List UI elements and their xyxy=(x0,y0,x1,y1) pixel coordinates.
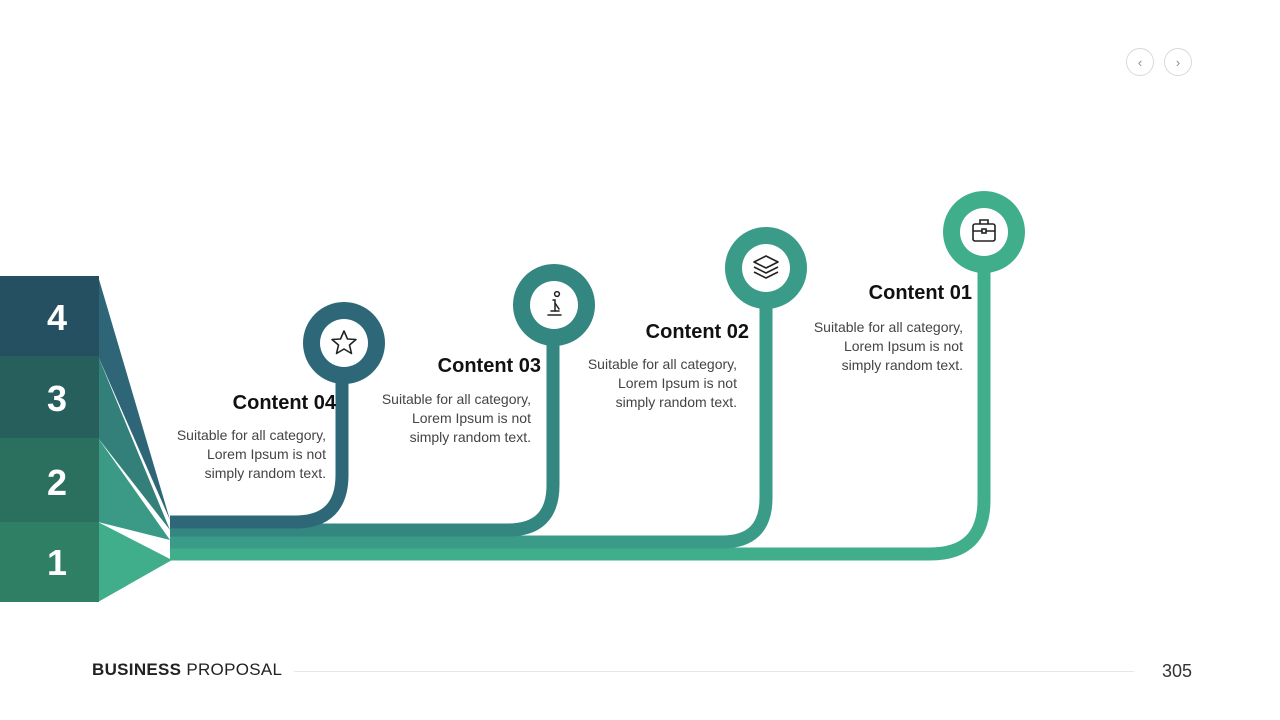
level-block-1 xyxy=(0,522,99,602)
chevron-right-icon: › xyxy=(1175,54,1181,70)
step-text-02-line: simply random text. xyxy=(615,394,737,410)
chess-knight-icon xyxy=(547,290,562,316)
level-block-4 xyxy=(0,276,99,356)
step-path-03 xyxy=(170,345,560,537)
step-text-03-line: Lorem Ipsum is not xyxy=(411,410,531,426)
step-text-01: Suitable for all category, Lorem Ipsum i… xyxy=(773,318,963,375)
footer-brand-light: PROPOSAL xyxy=(181,660,283,679)
step-title-04: Content 04 xyxy=(232,392,336,414)
level-block-2 xyxy=(0,438,99,522)
funnel-wedge-4 xyxy=(98,276,170,520)
step-title-01: Content 01 xyxy=(868,282,972,304)
step-text-02-line: Suitable for all category, xyxy=(587,356,737,372)
next-slide-button[interactable]: › xyxy=(1164,48,1192,76)
step-path-01 xyxy=(170,272,991,561)
step-ring-inner-04 xyxy=(320,319,368,367)
step-ring-inner-03 xyxy=(530,281,578,329)
step-text-02-line: Lorem Ipsum is not xyxy=(617,375,737,391)
step-text-04: Suitable for all category, Lorem Ipsum i… xyxy=(136,426,326,483)
step-text-04-line: Suitable for all category, xyxy=(176,427,326,443)
briefcase-icon xyxy=(972,219,996,242)
step-text-04-line: Lorem Ipsum is not xyxy=(206,446,326,462)
funnel-wedge-2 xyxy=(98,438,170,540)
step-text-02: Suitable for all category, Lorem Ipsum i… xyxy=(547,355,737,412)
funnel-wedge-1 xyxy=(98,522,172,602)
step-title-03: Content 03 xyxy=(437,355,541,377)
level-block-3 xyxy=(0,356,99,438)
level-label-4: 4 xyxy=(47,297,67,338)
chevron-left-icon: ‹ xyxy=(1137,54,1143,70)
step-text-01-line: Lorem Ipsum is not xyxy=(843,338,963,354)
star-icon xyxy=(331,330,357,355)
prev-slide-button[interactable]: ‹ xyxy=(1126,48,1154,76)
layers-icon xyxy=(753,255,779,279)
step-text-01-line: Suitable for all category, xyxy=(813,319,963,335)
step-text-03-line: Suitable for all category, xyxy=(381,391,531,407)
footer-brand: BUSINESS PROPOSAL xyxy=(92,660,282,680)
step-text-03: Suitable for all category, Lorem Ipsum i… xyxy=(341,390,531,447)
step-path-04 xyxy=(170,383,349,529)
step-title-02: Content 02 xyxy=(645,321,749,343)
page-number: 305 xyxy=(1162,661,1193,681)
step-text-01-line: simply random text. xyxy=(841,357,963,373)
funnel-wedge-3 xyxy=(98,356,170,530)
step-text-03-line: simply random text. xyxy=(409,429,531,445)
step-text-04-line: simply random text. xyxy=(204,465,326,481)
level-label-1: 1 xyxy=(47,542,67,583)
footer-divider xyxy=(294,671,1134,672)
level-label-3: 3 xyxy=(47,378,67,419)
step-path-02 xyxy=(170,308,773,549)
level-label-2: 2 xyxy=(47,462,67,503)
footer-brand-bold: BUSINESS xyxy=(92,660,182,679)
